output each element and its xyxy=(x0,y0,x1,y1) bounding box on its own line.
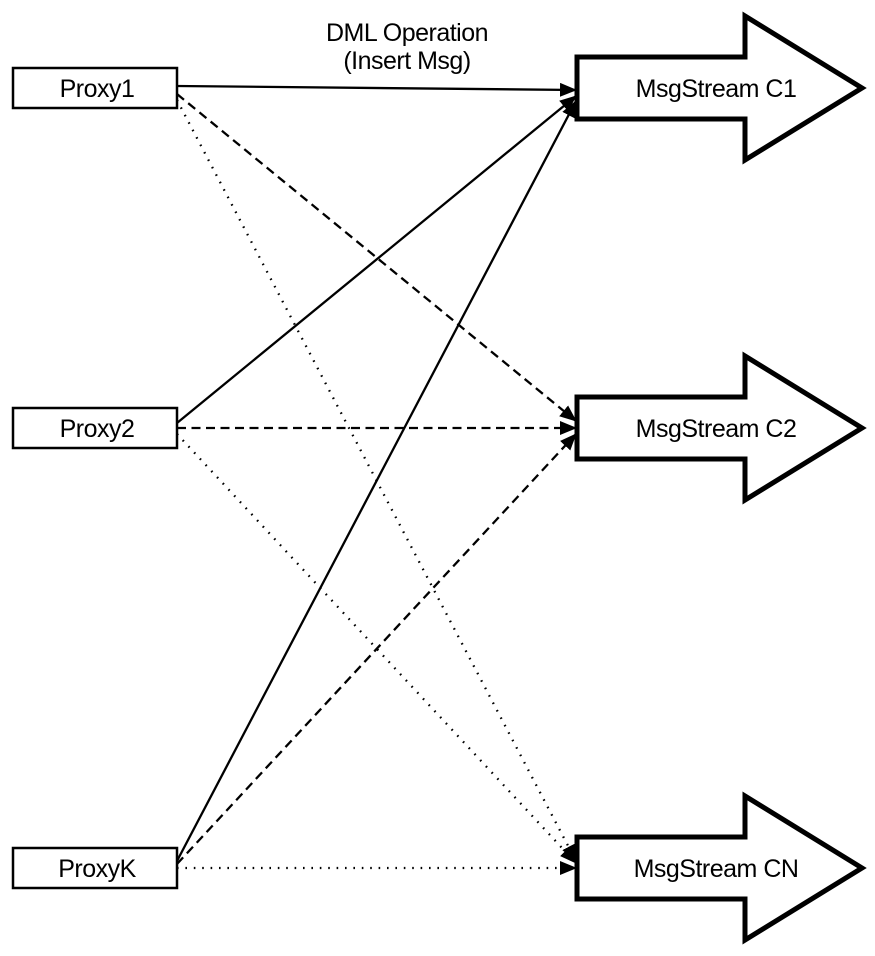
connection-proxy2-c1-solid-line xyxy=(176,95,577,424)
proxy2-label: Proxy2 xyxy=(60,415,135,443)
dml-operation-annotation: DML Operation (Insert Msg) xyxy=(325,19,489,75)
proxyk-label: ProxyK xyxy=(58,855,136,883)
msgstream-cn-block-arrow-icon xyxy=(574,791,867,945)
proxy1-box xyxy=(11,66,179,110)
connection-proxy1-cn-dotted-line xyxy=(175,99,578,862)
proxy1-node: Proxy1 xyxy=(11,66,179,110)
proxy1-label: Proxy1 xyxy=(60,75,135,103)
dml-operation-annotation-line2: (Insert Msg) xyxy=(343,47,471,75)
connection-proxy1-c2-dashed-line xyxy=(176,93,577,422)
msgstream-c1-block-arrow-icon xyxy=(574,11,867,165)
connection-proxyk-c1-solid-line xyxy=(175,100,578,862)
msgstream-c1-node: MsgStream C1 xyxy=(574,11,867,165)
proxy2-node: Proxy2 xyxy=(11,406,179,450)
connection-proxy1-c1-solid-line xyxy=(176,82,577,97)
connection-proxyk-c2-dashed-line xyxy=(176,433,577,865)
msgstream-c2-label: MsgStream C2 xyxy=(636,415,797,443)
msgstream-c2-block-arrow-icon xyxy=(574,351,867,505)
msgstream-cn-label: MsgStream CN xyxy=(634,855,799,883)
connection-proxy2-cn-dotted-line xyxy=(176,433,577,864)
proxyk-node: ProxyK xyxy=(11,846,179,890)
dml-operation-annotation-line1: DML Operation xyxy=(325,19,489,47)
msgstream-c2-node: MsgStream C2 xyxy=(574,351,867,505)
msgstream-c1-label: MsgStream C1 xyxy=(636,75,797,103)
msgstream-cn-node: MsgStream CN xyxy=(574,791,867,945)
